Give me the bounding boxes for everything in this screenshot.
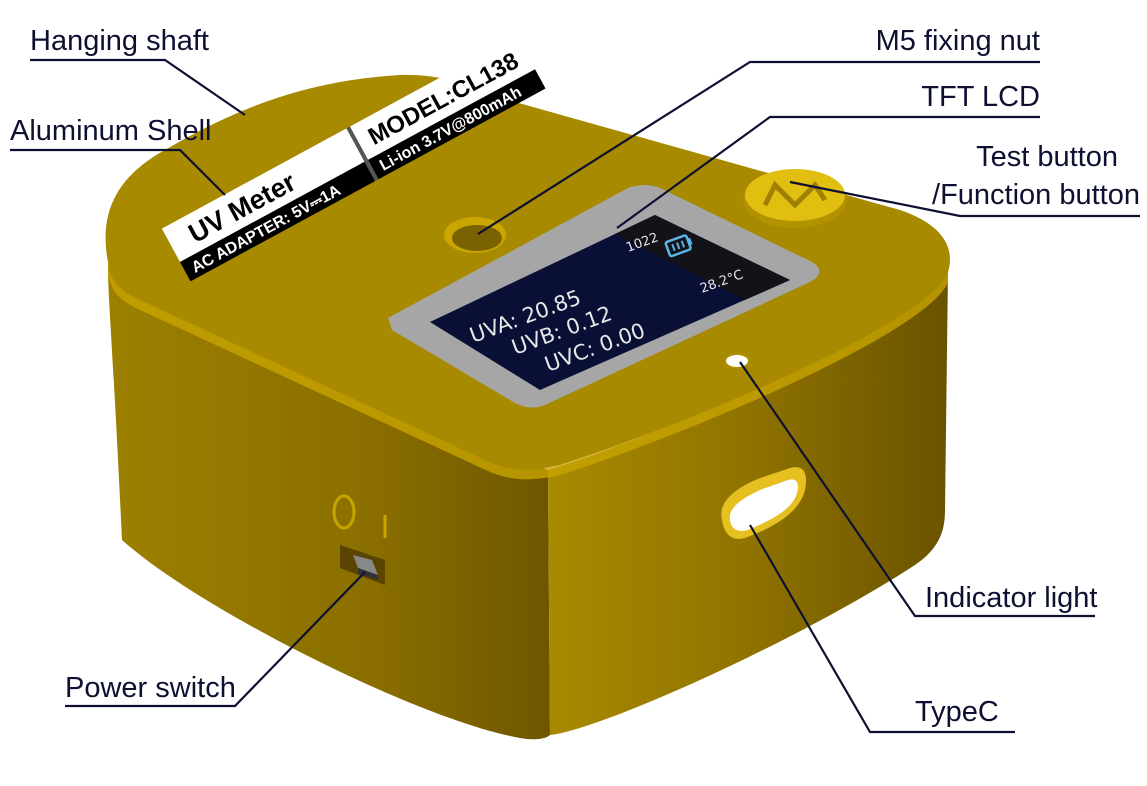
callout-tft-lcd: TFT LCD bbox=[921, 81, 1040, 113]
test-button[interactable] bbox=[743, 169, 847, 228]
power-off-symbol-icon bbox=[332, 494, 356, 530]
battery-icon bbox=[664, 234, 693, 258]
callout-typec: TypeC bbox=[915, 696, 999, 728]
callout-hanging-shaft: Hanging shaft bbox=[30, 25, 209, 57]
tft-lcd: 1022 28.2°C UVA: 20.85 UVB: 0.12 UVC: 0.… bbox=[388, 185, 820, 408]
typec-port bbox=[721, 467, 807, 539]
callout-m5-fixing-nut: M5 fixing nut bbox=[876, 25, 1040, 57]
callout-function-button: /Function button bbox=[932, 179, 1140, 211]
callout-indicator-light: Indicator light bbox=[925, 582, 1098, 614]
callout-test-button: Test button bbox=[976, 141, 1118, 173]
power-switch[interactable] bbox=[332, 494, 387, 585]
leader-lines bbox=[10, 58, 1140, 734]
button-logo-icon bbox=[762, 180, 828, 209]
callout-aluminum-shell: Aluminum Shell bbox=[10, 115, 211, 147]
callout-power-switch: Power switch bbox=[65, 672, 236, 704]
indicator-light bbox=[724, 353, 750, 369]
shell-left-side bbox=[108, 265, 550, 740]
